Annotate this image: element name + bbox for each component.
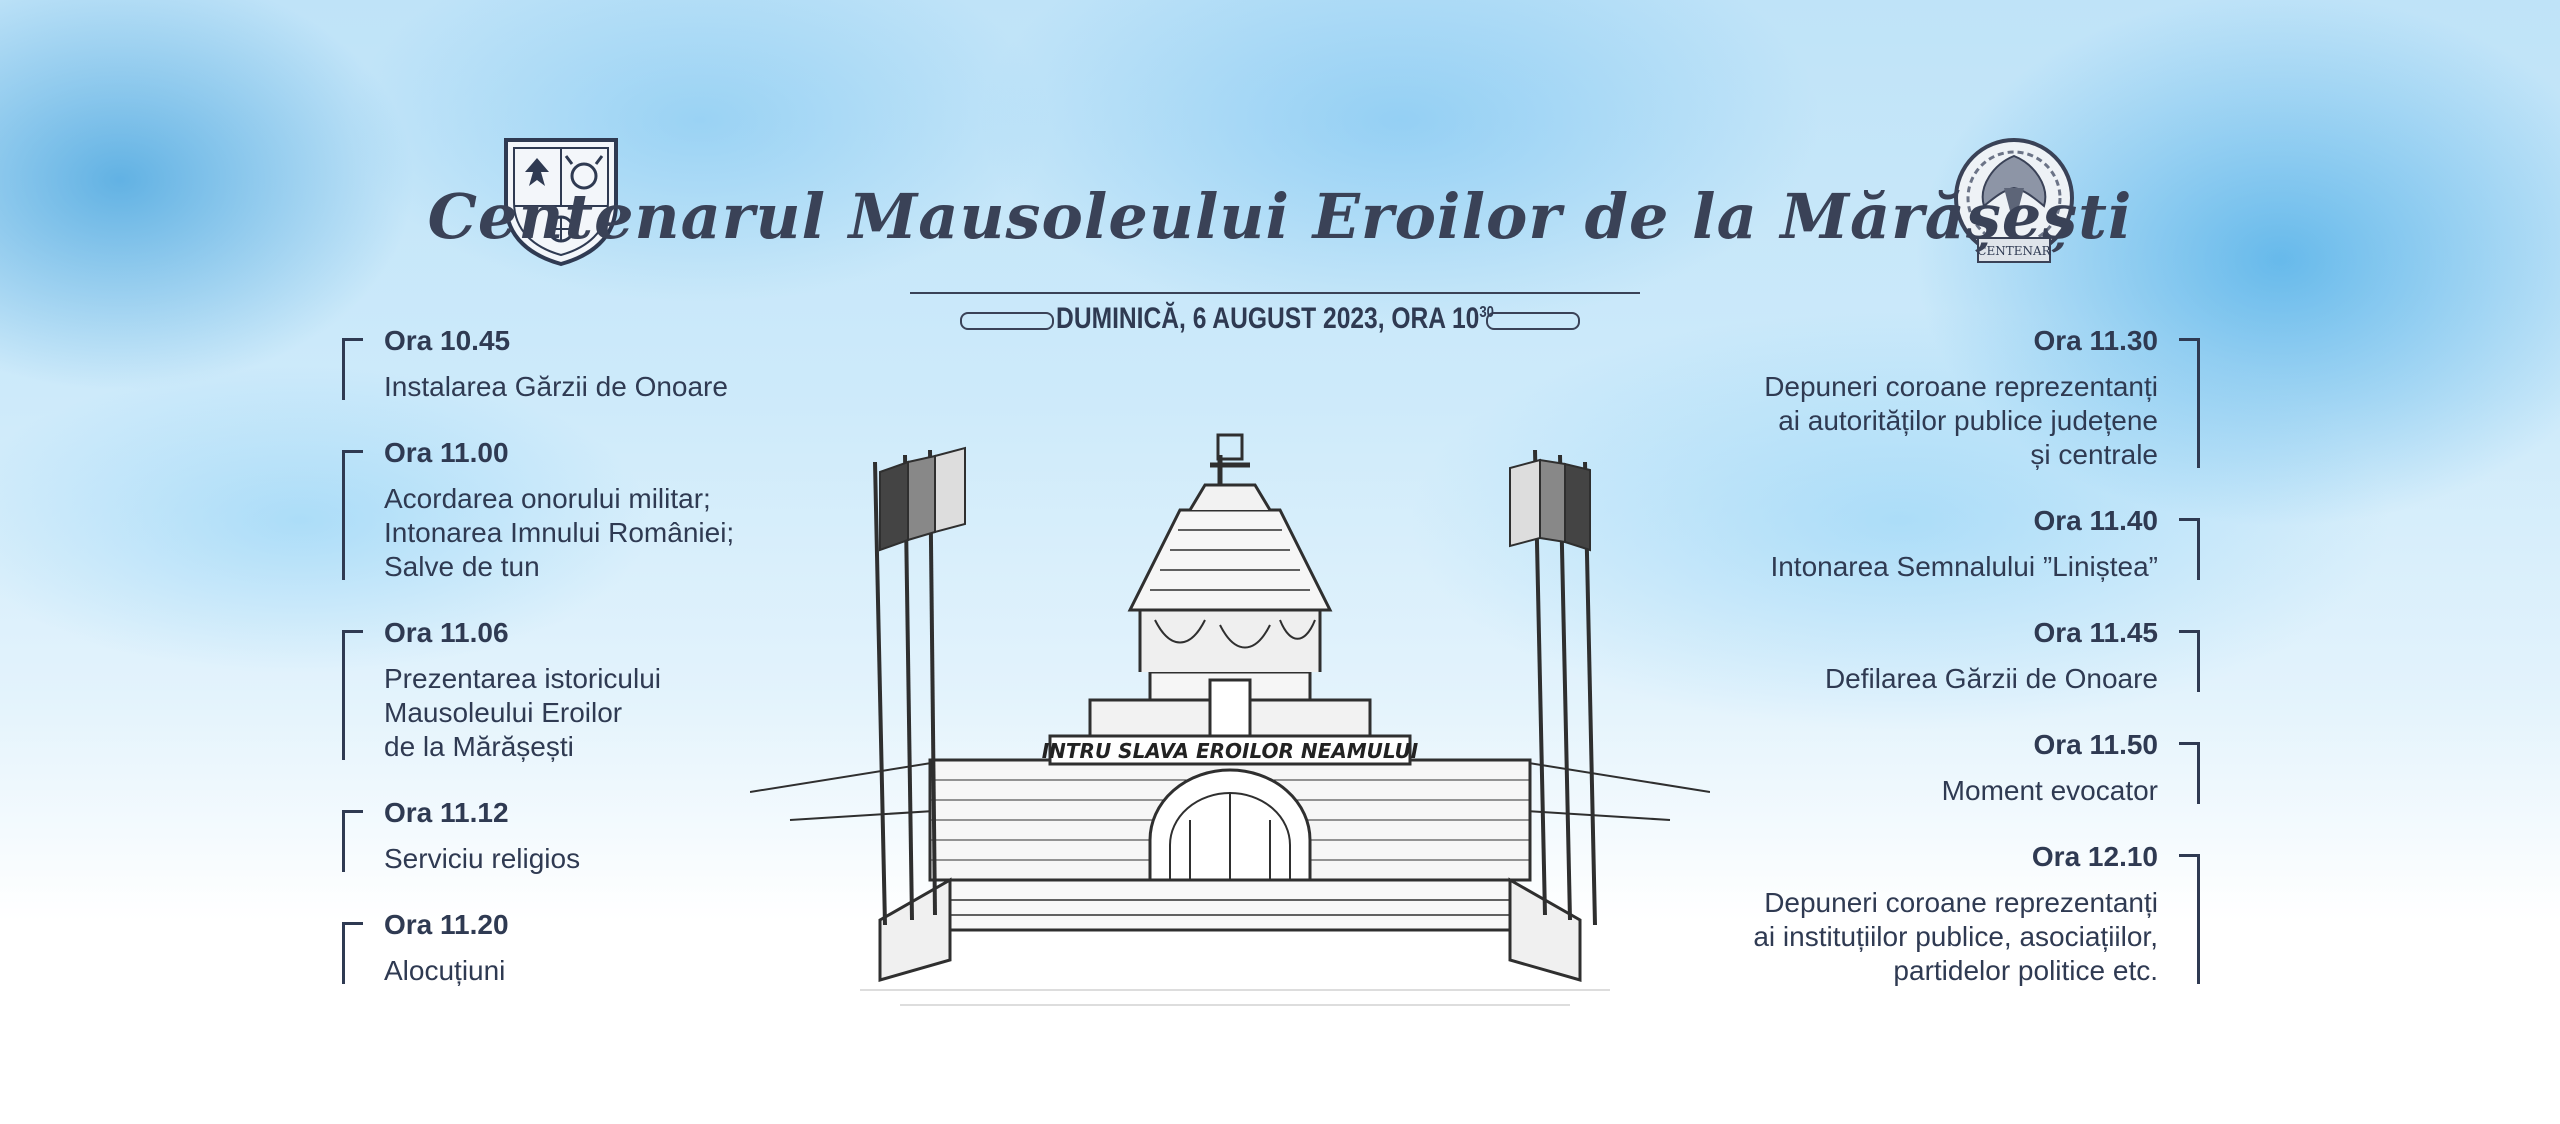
schedule-time: Ora 11.50 [2033,729,2158,760]
schedule-description: Depuneri coroane reprezentanți ai instit… [1753,887,2158,986]
schedule-time: Ora 11.40 [2033,505,2158,536]
right-ornament-icon [1486,312,1580,330]
left-ornament-icon [960,312,1054,330]
schedule-description: Acordarea onorului militar; Intonarea Im… [384,483,735,582]
schedule-time: Ora 11.30 [2033,325,2158,356]
bracket-icon [342,338,363,400]
event-date-sup: 30 [1479,304,1494,321]
schedule-description: Intonarea Semnalului ”Liniștea” [1770,551,2158,582]
schedule-item: Ora 11.20 Alocuțiuni [342,906,902,988]
date-divider [910,292,1640,294]
schedule-description: Alocuțiuni [384,955,506,986]
bracket-icon [2179,630,2200,692]
schedule-right: Ora 11.30 Depuneri coroane reprezentanți… [1640,322,2200,1018]
mausoleum-illustration: INTRU SLAVA EROILOR NEAMULUI [750,433,1710,1006]
bracket-icon [2179,854,2200,984]
schedule-time: Ora 11.00 [384,437,509,468]
bracket-icon [2179,518,2200,580]
schedule-time: Ora 11.12 [384,797,509,828]
date-banner: DUMINICĂ, 6 AUGUST 2023, ORA 1030 [910,288,1640,348]
badge-label: CENTENAR [1977,244,2051,258]
schedule-left: Ora 10.45 Instalarea Gărzii de Onoare Or… [342,322,902,1018]
schedule-description: Prezentarea istoricului Mausoleului Eroi… [384,663,662,762]
schedule-item: Ora 11.30 Depuneri coroane reprezentanți… [1640,322,2200,472]
bracket-icon [342,922,363,984]
schedule-description: Serviciu religios [384,843,581,874]
schedule-description: Depuneri coroane reprezentanți ai autori… [1764,371,2158,470]
event-date-main: DUMINICĂ, 6 AUGUST 2023, ORA 10 [1056,302,1480,335]
schedule-item: Ora 11.12 Serviciu religios [342,794,902,876]
schedule-item: Ora 11.45 Defilarea Gărzii de Onoare [1640,614,2200,696]
schedule-time: Ora 11.45 [2033,617,2158,648]
schedule-item: Ora 11.00 Acordarea onorului militar; In… [342,434,902,584]
schedule-time: Ora 12.10 [2031,841,2158,872]
bracket-icon [342,630,363,760]
schedule-time: Ora 10.45 [384,325,511,356]
schedule-item: Ora 11.50 Moment evocator [1640,726,2200,808]
event-date: DUMINICĂ, 6 AUGUST 2023, ORA 1030 [976,302,1575,336]
bracket-icon [342,810,363,872]
page-title: Centenarul Mausoleului Eroilor de la Măr… [427,180,2133,253]
schedule-item: Ora 11.40 Intonarea Semnalului ”Liniștea… [1640,502,2200,584]
schedule-description: Moment evocator [1941,775,2158,806]
schedule-item: Ora 11.06 Prezentarea istoricului Mausol… [342,614,902,764]
bracket-icon [342,450,363,580]
coat-of-arms-logo [504,138,618,267]
schedule-item: Ora 10.45 Instalarea Gărzii de Onoare [342,322,902,404]
schedule-description: Defilarea Gărzii de Onoare [1824,663,2158,694]
monument-inscription: INTRU SLAVA EROILOR NEAMULUI [1042,739,1419,763]
centenar-badge-logo: CENTENAR [1954,138,2074,263]
schedule-item: Ora 12.10 Depuneri coroane reprezentanți… [1640,838,2200,988]
schedule-time: Ora 11.06 [384,617,509,648]
schedule-time: Ora 11.20 [384,909,509,940]
schedule-description: Instalarea Gărzii de Onoare [384,371,728,402]
bracket-icon [2179,742,2200,804]
bracket-icon [2179,338,2200,468]
